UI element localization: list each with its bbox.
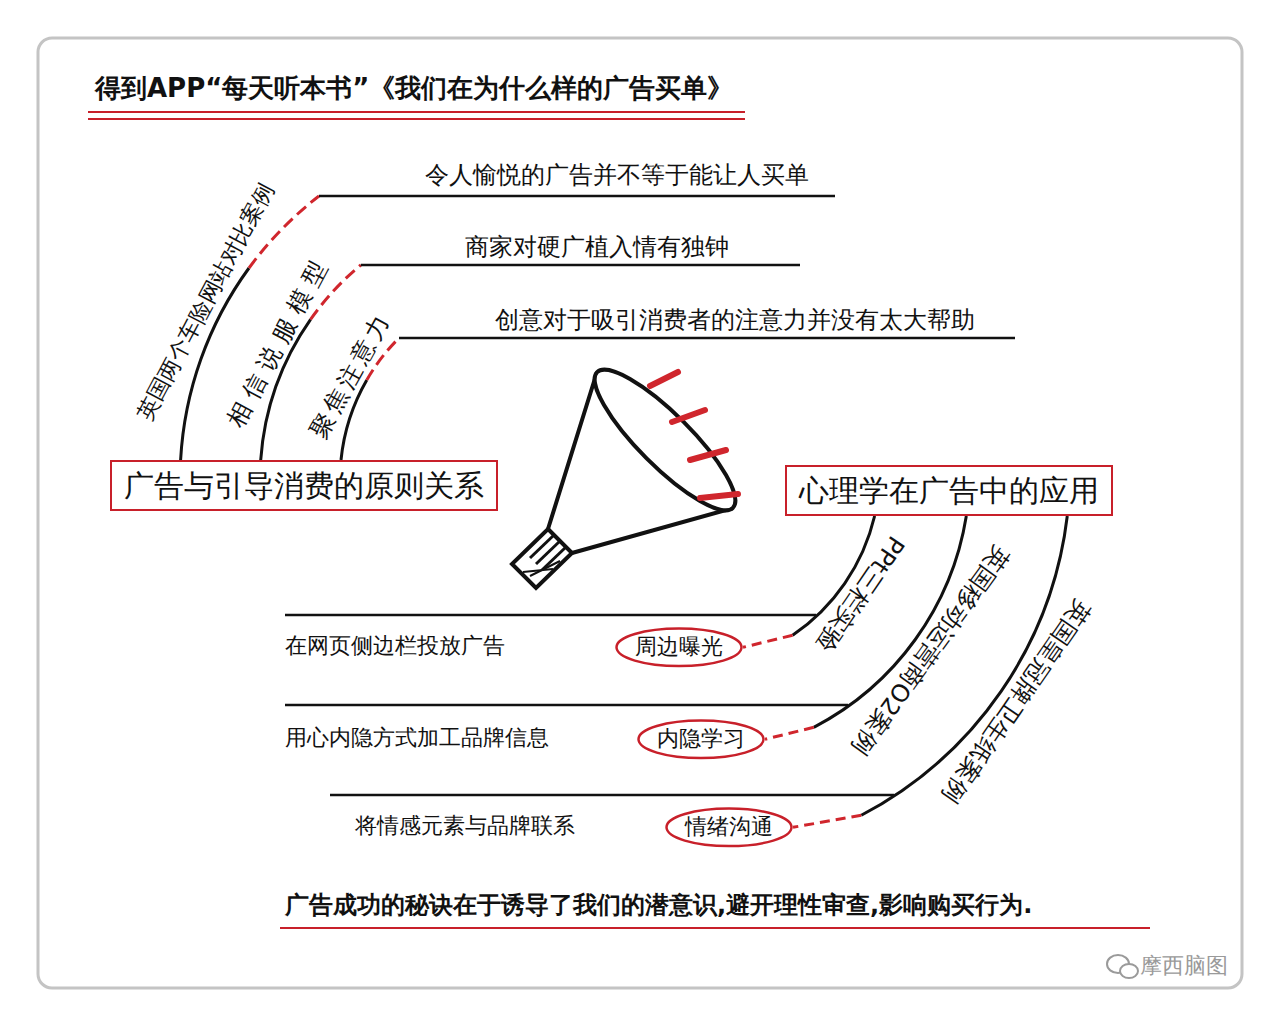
node-text: 周边曝光 (635, 633, 723, 662)
text-rule (319, 195, 835, 198)
note-text: 将情感元素与品牌联系 (355, 812, 575, 841)
text-rule (399, 337, 1015, 340)
note-text: 在网页侧边栏投放广告 (285, 632, 505, 661)
concept-oval: 情绪沟通 (665, 807, 793, 848)
node-text: 广告与引导消费的原则关系 (124, 466, 484, 505)
megaphone-icon (512, 354, 751, 588)
concept-oval: 内隐学习 (637, 719, 765, 760)
note-text: 商家对硬广植入情有独钟 (465, 232, 729, 263)
wechat-icon (1107, 955, 1138, 978)
text-rule (361, 264, 800, 267)
node-text: 情绪沟通 (685, 813, 773, 842)
diagram-title: 得到APP“每天听本书”《我们在为什么样的广告买单》 (95, 72, 733, 106)
note-text: 创意对于吸引消费者的注意力并没有太大帮助 (495, 305, 975, 336)
title-underline (88, 118, 745, 120)
title-underline (88, 111, 745, 113)
topic-box: 心理学在广告中的应用 (785, 465, 1113, 516)
topic-box: 广告与引导消费的原则关系 (110, 460, 498, 511)
text-rule (285, 614, 816, 617)
diagram-caption: 广告成功的秘诀在于诱导了我们的潜意识,避开理性审查,影响购买行为. (285, 890, 1032, 921)
node-text: 内隐学习 (657, 725, 745, 754)
text-rule (285, 704, 848, 707)
watermark: 摩西脑图 (1140, 952, 1228, 981)
node-text: 心理学在广告中的应用 (799, 471, 1099, 510)
page-frame (38, 38, 1242, 988)
concept-oval: 周边曝光 (615, 627, 743, 668)
branch-label: 聚焦注意力 (304, 307, 397, 443)
caption-underline (280, 927, 1150, 929)
note-text: 用心内隐方式加工品牌信息 (285, 724, 549, 753)
case-label: PPt三栏实验 (810, 530, 910, 657)
text-rule (330, 794, 894, 797)
note-text: 令人愉悦的广告并不等于能让人买单 (425, 160, 809, 191)
